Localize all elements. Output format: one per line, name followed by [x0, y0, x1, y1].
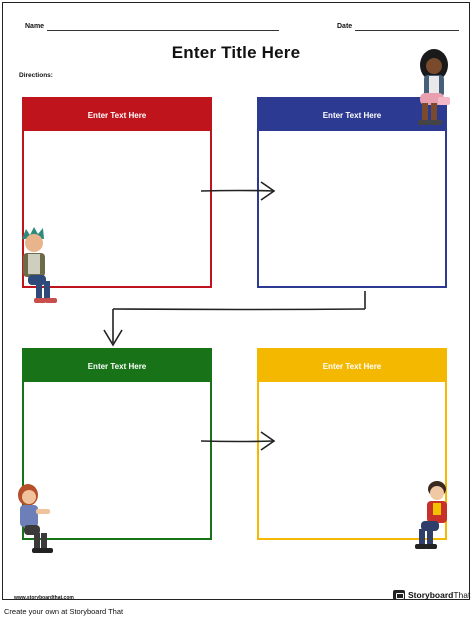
character-girl-sitting-icon: [418, 49, 450, 125]
text-box-2-area[interactable]: [259, 131, 445, 286]
date-field-line[interactable]: [355, 30, 459, 31]
worksheet-page: Name Date Enter Title Here Directions: E…: [2, 2, 470, 601]
name-label: Name: [25, 23, 45, 30]
logo-text-bold: Storyboard: [408, 590, 454, 600]
name-field-line[interactable]: [47, 30, 279, 31]
connector-arrow-icon: [103, 291, 366, 347]
page-title[interactable]: Enter Title Here: [171, 43, 301, 62]
text-box-2-heading[interactable]: Enter Text Here: [259, 99, 445, 131]
character-boy-sitting-icon: [22, 227, 57, 303]
right-arrow-icon-2: [200, 431, 276, 451]
right-arrow-icon: [200, 181, 276, 201]
text-box-3-heading[interactable]: Enter Text Here: [24, 350, 210, 382]
text-box-3: Enter Text Here: [22, 348, 212, 540]
footer-url[interactable]: www.storyboardthat.com: [14, 595, 74, 601]
logo-text-light: That: [453, 590, 471, 600]
storyboard-logo-icon: [393, 590, 405, 600]
text-box-4-heading[interactable]: Enter Text Here: [259, 350, 445, 382]
character-boy-phone-icon: [415, 481, 447, 549]
text-box-4: Enter Text Here: [257, 348, 447, 540]
date-label: Date: [337, 23, 353, 30]
text-box-1-heading[interactable]: Enter Text Here: [24, 99, 210, 131]
text-box-1: Enter Text Here: [22, 97, 212, 288]
character-teen-sitting-icon: [18, 484, 53, 553]
create-your-own-link[interactable]: Create your own at Storyboard That: [4, 607, 124, 616]
text-box-2: Enter Text Here: [257, 97, 447, 288]
directions-label: Directions:: [19, 72, 53, 79]
